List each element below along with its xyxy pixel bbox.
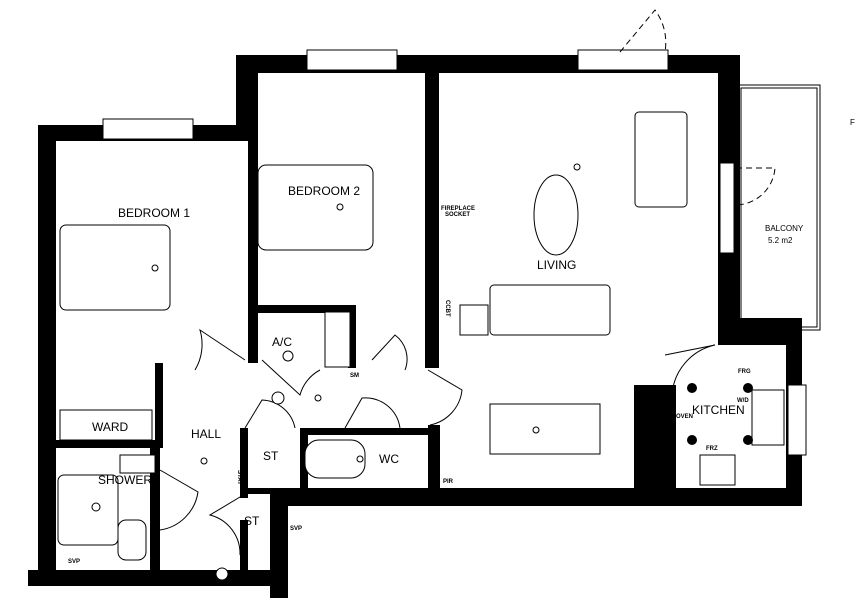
doors — [159, 9, 776, 556]
socket-label: SOCKET — [445, 212, 470, 218]
oven-label: OVEN — [676, 414, 693, 420]
double-bed-2 — [257, 164, 374, 251]
fireplace-label: FIREPLACE — [441, 206, 475, 212]
sofa-bottom — [489, 284, 611, 336]
svp-label-shower: SVP — [68, 559, 80, 565]
room-label-kitchen: KITCHEN — [692, 403, 745, 417]
smoke-detector-label: SM — [350, 373, 359, 379]
tv-unit — [459, 304, 489, 336]
windows — [102, 49, 807, 456]
edge-text: F — [850, 118, 855, 127]
room-label-hall: HALL — [191, 427, 221, 441]
room-label-store-1: ST — [263, 449, 279, 463]
room-label-living: LIVING — [537, 258, 576, 272]
balcony-outline — [737, 84, 821, 331]
furniture — [57, 111, 785, 561]
room-label-wc: WC — [379, 452, 399, 466]
balcony-area: 5.2 m2 — [768, 236, 793, 245]
dining-table — [489, 403, 601, 455]
basin — [119, 454, 156, 474]
ceiling-lights — [91, 163, 753, 581]
room-label-shower: SHOWER — [98, 473, 152, 487]
fridge-label: FRG — [738, 369, 751, 375]
double-bed-1 — [59, 224, 171, 311]
room-label-bedroom-2: BEDROOM 2 — [288, 184, 360, 198]
wardrobe — [59, 409, 153, 441]
ccbt-label: CCBT — [444, 300, 450, 317]
room-label-bedroom-1: BEDROOM 1 — [118, 206, 190, 220]
washer-dryer-label: W/D — [737, 398, 749, 404]
toilet-shower — [117, 519, 147, 561]
freezer-label: FRZ — [706, 446, 718, 452]
cylinder-cupboard — [324, 311, 351, 368]
room-label-ac: A/C — [272, 335, 292, 349]
thermostat-label: STAT — [236, 470, 242, 485]
room-label-store-2: ST — [244, 514, 260, 528]
toilet-wc — [304, 439, 366, 479]
sofa-right — [634, 111, 688, 208]
sink — [751, 389, 785, 446]
shower-tray — [57, 474, 119, 546]
interior-walls — [56, 73, 676, 573]
svp-label-hall: SVP — [290, 526, 302, 532]
room-label-balcony: BALCONY — [765, 224, 804, 233]
room-label-wardrobe: WARD — [92, 420, 129, 434]
hob — [699, 454, 736, 486]
coffee-table — [533, 174, 579, 256]
pir-label: PIR — [443, 479, 454, 485]
